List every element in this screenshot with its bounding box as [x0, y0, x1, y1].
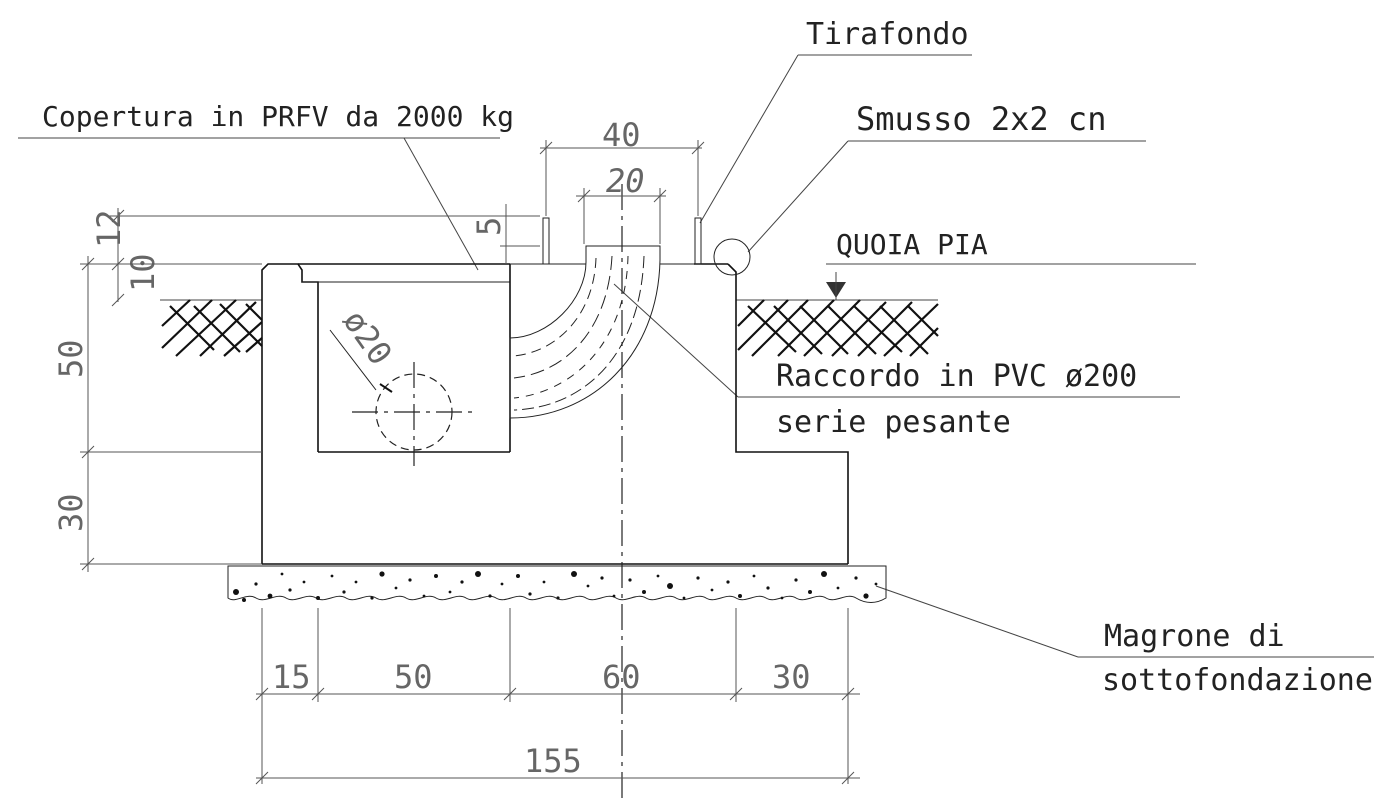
bolt-right	[694, 217, 702, 265]
dimensions: 40 20 5 12 10 50 30	[52, 116, 860, 785]
concrete-structure	[261, 217, 849, 565]
magrone-layer	[227, 565, 887, 603]
leader-smusso	[747, 140, 849, 253]
label-tirafondo-group: Tirafondo	[699, 17, 972, 224]
label-magrone-group: Magrone di sottofondazione	[875, 585, 1374, 698]
ground-hatch-right	[736, 299, 939, 357]
dim-bottom-15: 15	[272, 658, 311, 696]
leader-raccordo	[613, 283, 739, 398]
label-magrone-2: sottofondazione	[1102, 663, 1373, 698]
dim-small-5: 5	[470, 217, 508, 236]
label-raccordo-2: serie pesante	[776, 405, 1011, 440]
smusso-detail-circle	[713, 238, 751, 276]
label-copertura-group: Copertura in PRFV da 2000 kg	[18, 100, 514, 271]
label-magrone-1: Magrone di	[1104, 619, 1285, 654]
leader-tirafondo	[699, 54, 799, 224]
dim-bottom-30: 30	[772, 658, 811, 696]
label-tirafondo: Tirafondo	[806, 17, 969, 52]
leader-copertura	[403, 137, 479, 271]
bolt-left	[542, 217, 550, 265]
dim-bottom-60: 60	[602, 658, 641, 696]
dim-top-40: 40	[602, 116, 641, 154]
label-smusso: Smusso 2x2 cn	[856, 100, 1106, 138]
dim-left-12: 12	[90, 209, 128, 248]
label-raccordo-group: Raccordo in PVC ø200 serie pesante	[613, 283, 1180, 440]
label-copertura: Copertura in PRFV da 2000 kg	[42, 100, 514, 133]
label-quota: QUOIA PIA	[836, 228, 988, 261]
pvc-elbow	[509, 245, 661, 419]
label-smusso-group: Smusso 2x2 cn	[747, 100, 1146, 253]
label-raccordo-1: Raccordo in PVC ø200	[776, 359, 1137, 394]
dim-left-10: 10	[124, 253, 162, 292]
dim-total-155: 155	[524, 742, 582, 780]
dim-left-50: 50	[52, 339, 90, 378]
dim-bottom-50: 50	[394, 658, 433, 696]
label-quota-group: QUOIA PIA	[826, 228, 1196, 300]
dim-top-20: 20	[606, 162, 645, 200]
pipe-section: ø20	[329, 303, 476, 466]
leader-magrone	[875, 585, 1079, 658]
dim-pipe-d20: ø20	[335, 303, 399, 372]
dim-left-30: 30	[52, 493, 90, 532]
ground-hatch-left	[160, 299, 263, 357]
